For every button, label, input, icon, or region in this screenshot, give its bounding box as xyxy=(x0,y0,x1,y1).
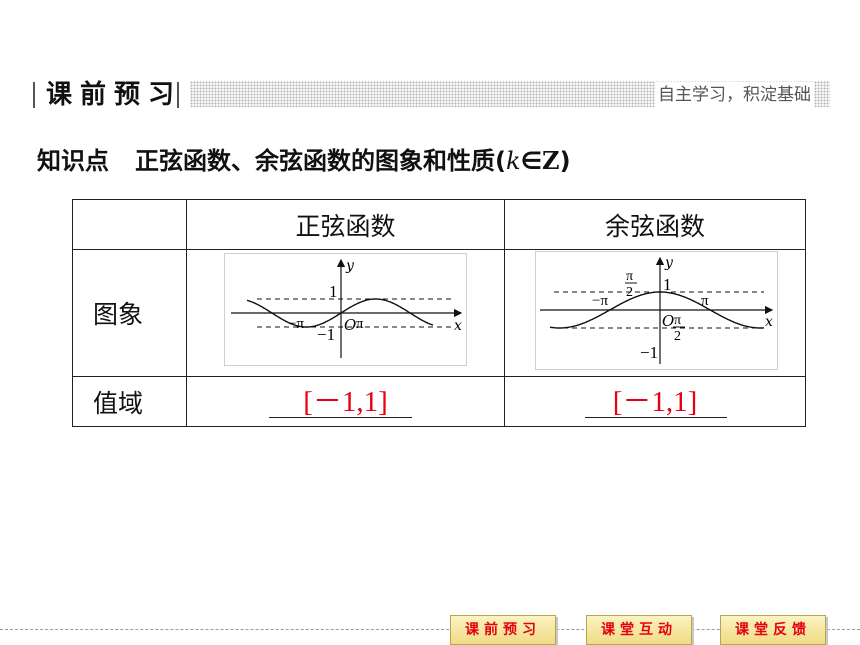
left-bar-mark xyxy=(33,82,35,108)
sine-graph-frame: y x 1 −1 O π −π xyxy=(224,253,467,366)
cosine-one-label: 1 xyxy=(663,275,672,294)
sine-range-value: [－1,1] xyxy=(303,386,388,418)
header-sine: 正弦函数 xyxy=(186,199,505,250)
sine-curve xyxy=(246,298,434,328)
half-pi-top-numerator: π xyxy=(626,269,633,284)
nav-button-preview[interactable]: 课前预习 xyxy=(450,615,556,645)
table-row-graph: 图象 y x 1 −1 xyxy=(72,249,806,377)
sine-neg-pi-label: −π xyxy=(288,316,304,332)
cosine-half-pi-top-label: π 2 xyxy=(625,269,637,300)
sine-pi-label: π xyxy=(356,316,364,332)
cosine-neg-pi-label: −π xyxy=(592,293,608,309)
sine-graph-cell: y x 1 −1 O π −π xyxy=(186,249,505,377)
sine-x-label: x xyxy=(454,318,462,334)
section-subtitle: 自主学习，积淀基础 xyxy=(655,82,814,108)
knowledge-point-heading: 知识点正弦函数、余弦函数的图象和性质(k∈Z) xyxy=(37,141,571,176)
half-pi-top-denominator: 2 xyxy=(626,285,633,300)
sine-range-cell: [－1,1] xyxy=(186,376,505,427)
cosine-range-cell: [－1,1] xyxy=(504,376,806,427)
cosine-curve xyxy=(549,291,764,329)
cosine-half-pi-bottom-label: π 2 xyxy=(673,313,685,344)
function-properties-table: 正弦函数 余弦函数 图象 y x xyxy=(72,199,806,427)
cosine-y-label: y xyxy=(664,255,674,271)
half-pi-bottom-denominator: 2 xyxy=(674,329,681,344)
sine-graph: y x 1 −1 O π −π xyxy=(231,258,463,358)
cosine-origin-label: O xyxy=(662,312,674,330)
knowledge-point-label: 知识点 xyxy=(37,147,109,175)
nav-button-interaction[interactable]: 课堂互动 xyxy=(586,615,692,645)
cosine-x-label: x xyxy=(765,314,773,330)
cosine-graph-cell: y x 1 −1 O π −π π 2 π 2 xyxy=(504,249,806,377)
sine-origin-label: O xyxy=(344,316,356,334)
right-bar-mark xyxy=(177,82,179,108)
sine-range-answer-line xyxy=(269,417,412,418)
table-row-range: 值域 [－1,1] [－1,1] xyxy=(72,376,806,427)
knowledge-point-title: 正弦函数、余弦函数的图象和性质( xyxy=(135,147,506,175)
cosine-graph-frame: y x 1 −1 O π −π π 2 π 2 xyxy=(535,251,778,370)
table-header-row: 正弦函数 余弦函数 xyxy=(72,199,806,250)
half-pi-bottom-numerator: π xyxy=(674,313,681,328)
element-of-symbol: ∈ xyxy=(520,147,543,175)
cosine-neg-one-label: −1 xyxy=(640,343,658,362)
sine-y-label: y xyxy=(345,258,355,274)
cosine-pi-label: π xyxy=(701,293,709,309)
cosine-range-answer-line xyxy=(585,417,727,418)
integer-set-symbol: Z xyxy=(542,146,560,175)
row-label-graph: 图象 xyxy=(72,249,187,377)
section-title: 课前预习 xyxy=(46,80,183,110)
row-label-range: 值域 xyxy=(72,376,187,427)
closing-paren: ) xyxy=(559,147,571,175)
sine-one-label: 1 xyxy=(329,282,338,301)
section-header-bar: 课前预习 自主学习，积淀基础 xyxy=(30,78,830,112)
bottom-dashed-line xyxy=(0,629,860,630)
cosine-range-value: [－1,1] xyxy=(612,386,698,418)
nav-button-feedback[interactable]: 课堂反馈 xyxy=(720,615,826,645)
header-empty-cell xyxy=(72,199,187,250)
header-cosine: 余弦函数 xyxy=(504,199,806,250)
variable-k: k xyxy=(505,147,521,175)
sine-neg-one-label: −1 xyxy=(317,325,335,344)
cosine-graph: y x 1 −1 O π −π π 2 π 2 xyxy=(540,255,774,364)
